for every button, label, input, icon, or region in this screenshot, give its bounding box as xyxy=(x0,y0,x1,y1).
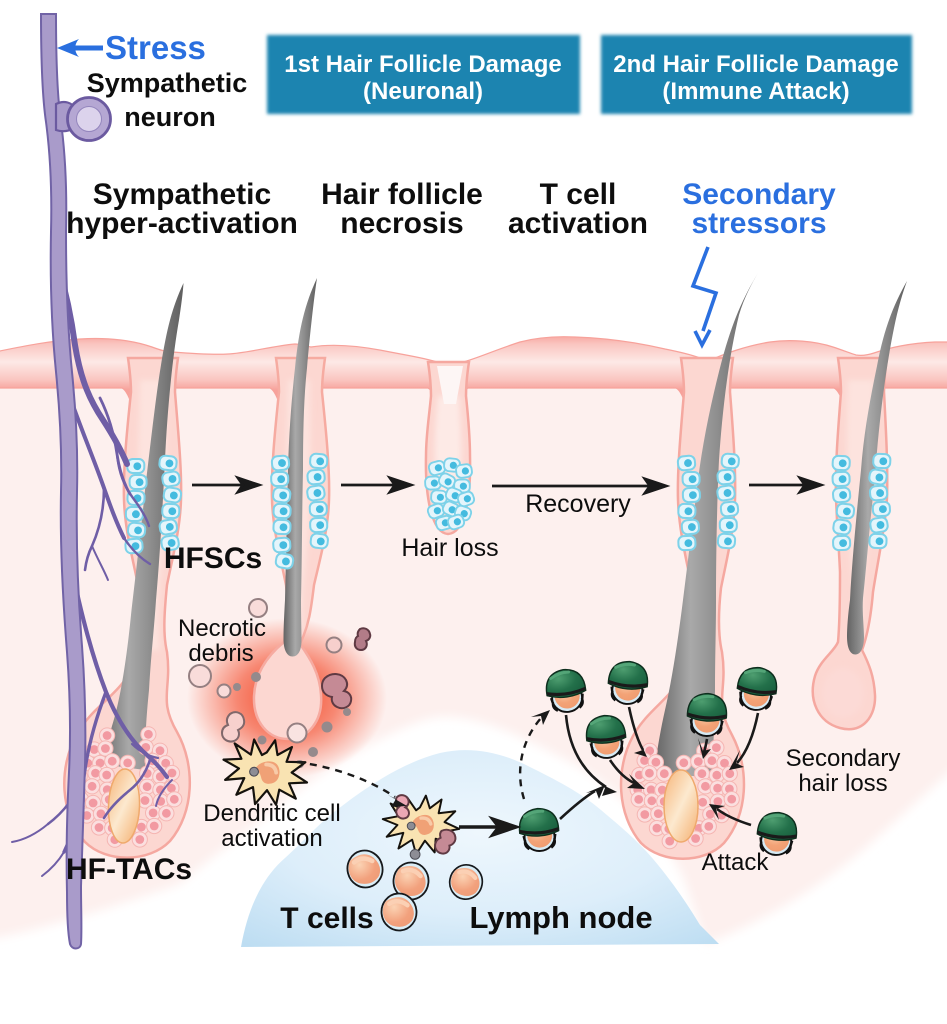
svg-text:Lymph node: Lymph node xyxy=(469,900,652,935)
svg-text:1st Hair Follicle Damage: 1st Hair Follicle Damage xyxy=(284,51,561,78)
svg-text:Necrotic: Necrotic xyxy=(178,615,266,642)
svg-text:Sympathetic: Sympathetic xyxy=(93,178,271,211)
svg-text:debris: debris xyxy=(188,640,253,667)
svg-text:activation: activation xyxy=(221,825,322,852)
svg-text:necrosis: necrosis xyxy=(340,207,463,240)
svg-text:stressors: stressors xyxy=(691,207,826,240)
svg-text:Secondary: Secondary xyxy=(682,178,836,211)
svg-text:HFSCs: HFSCs xyxy=(164,542,262,575)
svg-text:neuron: neuron xyxy=(124,102,216,132)
svg-text:Secondary: Secondary xyxy=(786,745,901,772)
svg-text:Attack: Attack xyxy=(702,849,770,876)
svg-text:hair loss: hair loss xyxy=(798,770,887,797)
svg-text:hyper-activation: hyper-activation xyxy=(66,207,298,240)
svg-text:T cell: T cell xyxy=(540,178,617,211)
svg-text:(Immune Attack): (Immune Attack) xyxy=(662,78,849,105)
svg-text:Recovery: Recovery xyxy=(525,490,631,518)
svg-text:Sympathetic: Sympathetic xyxy=(87,68,248,98)
svg-text:Hair loss: Hair loss xyxy=(401,534,498,562)
svg-text:(Neuronal): (Neuronal) xyxy=(363,78,483,105)
svg-text:HF-TACs: HF-TACs xyxy=(66,853,192,886)
svg-text:activation: activation xyxy=(508,207,648,240)
svg-text:T cells: T cells xyxy=(280,902,373,935)
svg-text:Stress: Stress xyxy=(105,29,206,66)
svg-text:2nd Hair Follicle Damage: 2nd Hair Follicle Damage xyxy=(613,51,898,78)
svg-text:Dendritic cell: Dendritic cell xyxy=(203,800,340,827)
svg-text:Hair follicle: Hair follicle xyxy=(321,178,483,211)
